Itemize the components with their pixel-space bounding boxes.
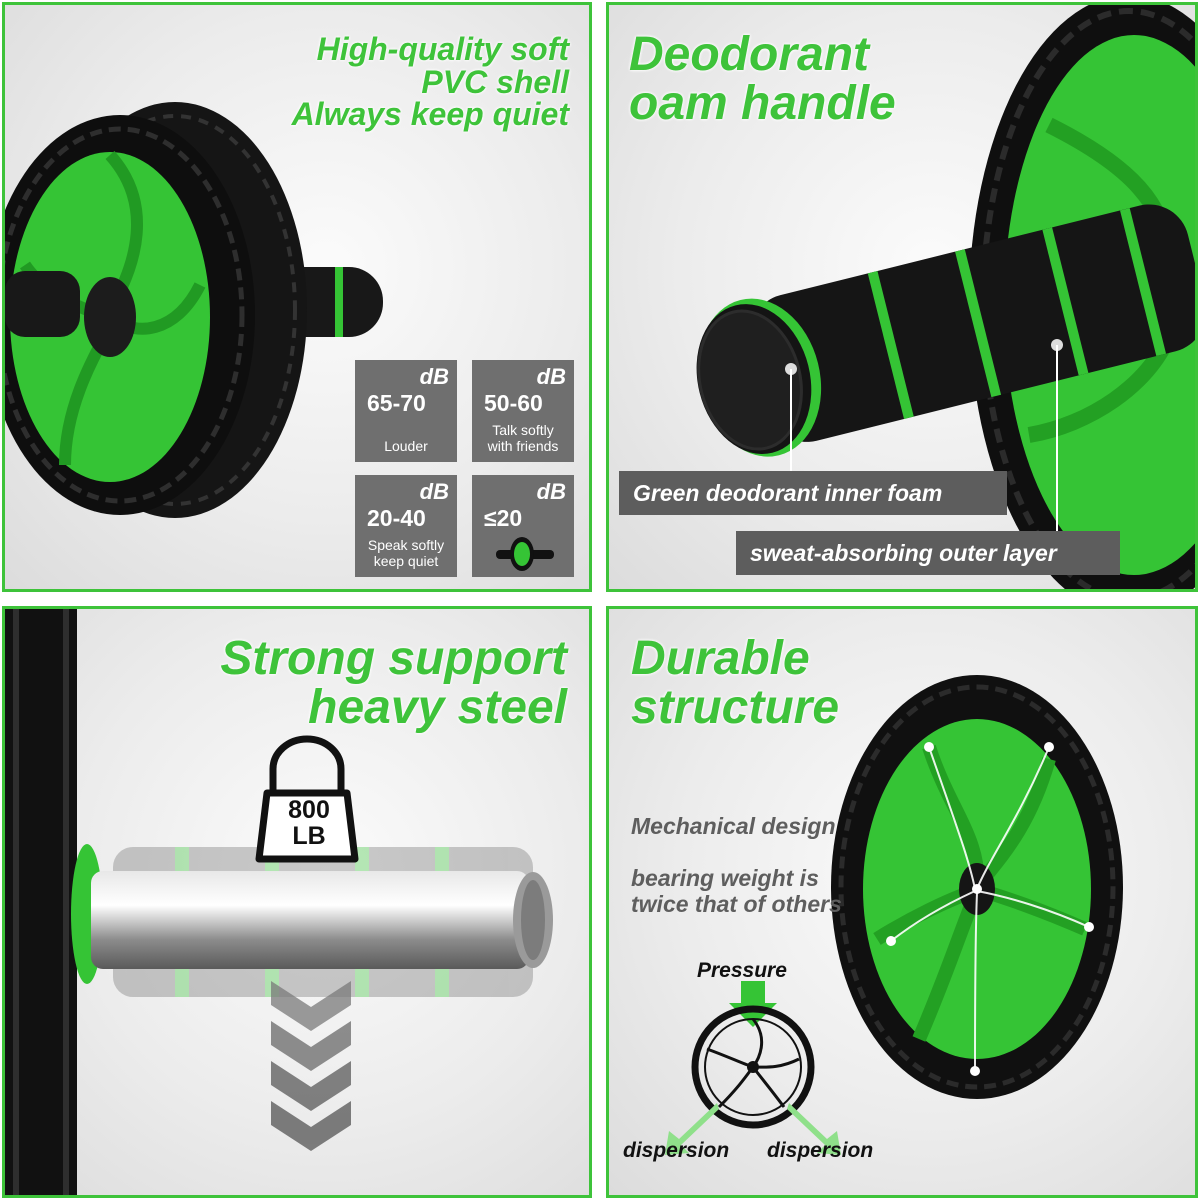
pressure-wheel-icon bbox=[691, 1005, 815, 1129]
ab-wheel-double-image bbox=[5, 102, 383, 518]
db-tile-speak-softly: dB 20-40 Speak softly keep quiet bbox=[355, 475, 457, 577]
db-tile-louder: dB 65-70 Louder bbox=[355, 360, 457, 462]
pressure-label: Pressure bbox=[697, 959, 787, 982]
weight-badge: 800 LB bbox=[288, 796, 330, 851]
durable-wheel-image bbox=[665, 675, 1123, 1155]
panel-foam-handle: Deodorant oam handle Green deodorant inn… bbox=[606, 2, 1198, 592]
steel-headline: Strong support heavy steel bbox=[220, 632, 567, 734]
foam-handle-image bbox=[696, 5, 1195, 589]
mechanical-design-note: Mechanical design bbox=[631, 813, 836, 839]
dispersion-label-right: dispersion bbox=[767, 1139, 874, 1162]
weight-lock-icon bbox=[255, 735, 359, 863]
steel-axle-image bbox=[5, 609, 553, 1195]
dispersion-arrows-icon bbox=[665, 1103, 841, 1155]
dispersion-label-left: dispersion bbox=[623, 1139, 730, 1162]
callout-inner-foam: Green deodorant inner foam bbox=[619, 471, 1007, 515]
mini-wheel-icon bbox=[496, 537, 554, 571]
bearing-weight-note: bearing weight is twice that of others bbox=[631, 865, 842, 918]
quiet-headline: High-quality soft PVC shell Always keep … bbox=[291, 31, 569, 133]
structure-headline: Durable structure bbox=[631, 632, 840, 734]
db-tile-silent: dB ≤20 bbox=[472, 475, 574, 577]
panel-quiet-shell: High-quality soft PVC shell Always keep … bbox=[2, 2, 592, 592]
down-chevrons-icon bbox=[271, 981, 351, 1151]
panel-durable-structure: Durable structure Mechanical design bear… bbox=[606, 606, 1198, 1198]
handle-headline: Deodorant oam handle bbox=[629, 28, 896, 130]
callout-outer-layer: sweat-absorbing outer layer bbox=[736, 531, 1120, 575]
db-tile-talk-softly: dB 50-60 Talk softly with friends bbox=[472, 360, 574, 462]
panel-steel-support: Strong support heavy steel 800 LB bbox=[2, 606, 592, 1198]
